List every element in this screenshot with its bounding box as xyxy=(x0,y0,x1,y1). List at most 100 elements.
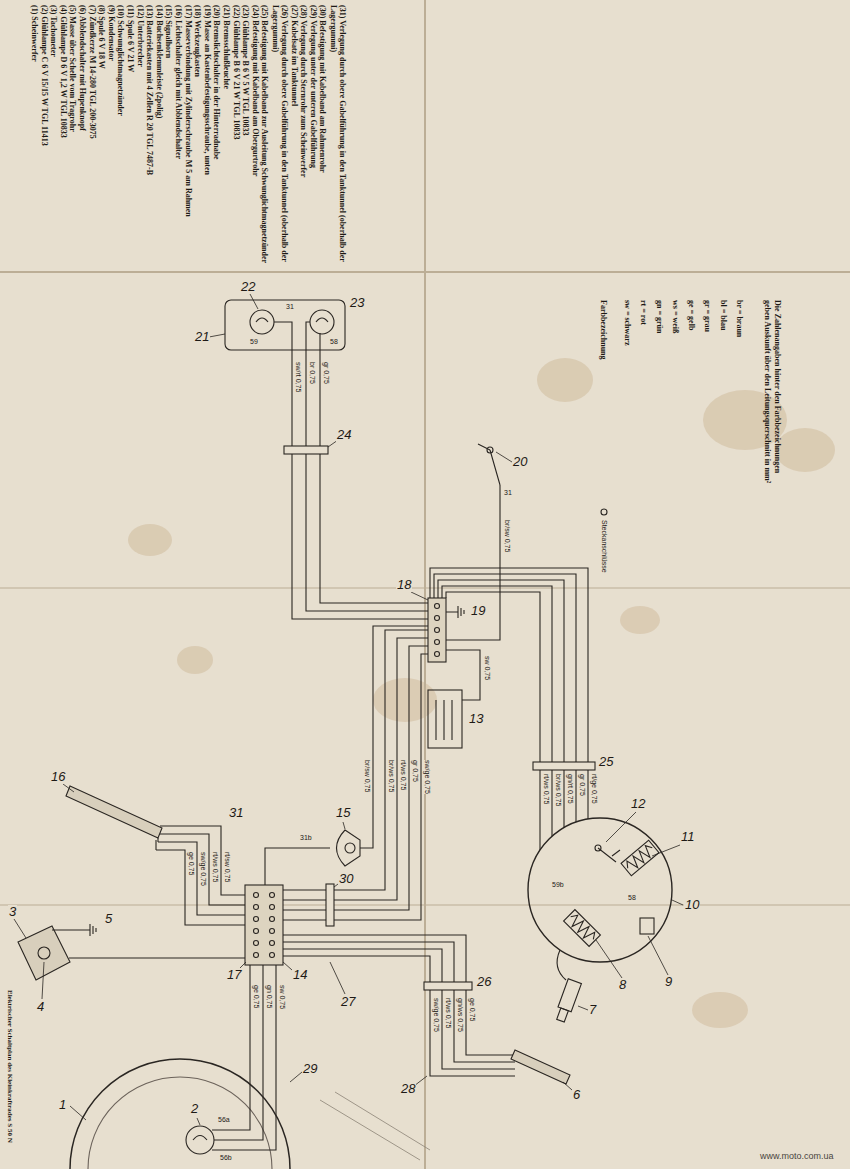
wire-label: sw/ge 0,75 xyxy=(199,852,207,886)
title: Elektrischer Schaltplan des Kleinkraftra… xyxy=(6,990,14,1143)
parts-list-item: (5) Masse über Schelle vom Tragrohr xyxy=(68,5,77,267)
parts-list-item: (1) Scheinwerfer xyxy=(30,5,39,267)
parts-list-item: (4) Glühlampe D 6 V 1,2 W TGL 10833 xyxy=(58,5,67,267)
wire-label: rt/ws 0,75 xyxy=(444,998,452,1028)
callout-number: 21 xyxy=(194,330,210,344)
callout-number: 5 xyxy=(104,912,113,926)
parts-list-item: (14) Buchsenklemmleiste (2polig) xyxy=(154,5,163,267)
callout-number: 4 xyxy=(36,1000,45,1014)
parts-list-item: (26) Verlegung durch obere Gabelführung … xyxy=(270,5,289,267)
parts-list-item: (8) Spule 6 V 18 W xyxy=(97,5,106,267)
parts-list-item: (17) Masseverbindung mit Zylinderschraub… xyxy=(183,5,192,267)
callout-number: 3 xyxy=(8,905,17,919)
callout-number: 2 xyxy=(190,1102,199,1116)
note: Die Zahlenangaben hinter den Farbbezeich… xyxy=(762,300,782,485)
parts-list-item: (9) Kondensator xyxy=(106,5,115,267)
wire-label: gn 0,75 xyxy=(265,985,273,1008)
parts-list-item: (30) Befestigung mit Kabelband am Rahmen… xyxy=(318,5,327,267)
wire-label: br 0,75 xyxy=(308,362,316,384)
wire-label: gr 0,75 xyxy=(578,774,586,796)
wire-label: sw 0,75 xyxy=(483,656,491,680)
parts-list-item: (23) Glühlampe B 6 V 5 W TGL 10833 xyxy=(241,5,250,267)
terminal-label: 31 xyxy=(286,302,294,311)
color-code: br = braun xyxy=(734,300,744,337)
callout-number: 1 xyxy=(58,1098,67,1112)
callout-number: 9 xyxy=(664,975,673,989)
callout-number: 31 xyxy=(228,806,244,820)
callout-number: 26 xyxy=(476,975,492,989)
wire-label: br/ws 0,75 xyxy=(554,774,562,806)
wire-label: gr 0,75 xyxy=(411,760,419,782)
callout-number: 11 xyxy=(680,830,696,844)
wire-label: gr 0,75 xyxy=(322,362,330,384)
color-code: rt = rot xyxy=(638,300,648,325)
parts-list-item: (28) Verlegung durch Sternrohr zum Schei… xyxy=(299,5,308,267)
parts-list-item: (15) Signalhorn xyxy=(164,5,173,267)
wire-label: sw/ge 0,75 xyxy=(432,998,440,1032)
wire-label: rt/ws 0,75 xyxy=(211,852,219,882)
wire-label: rt/sw 0,75 xyxy=(223,852,231,882)
wire-label: gn/rt 0,75 xyxy=(566,774,574,804)
wire-label: ge 0,75 xyxy=(252,985,260,1008)
parts-list-item: (31) Verlegung durch obere Gabelführung … xyxy=(328,5,347,267)
parts-list-item: (7) Zündkerze M 14-280 TGL 200-3075 xyxy=(87,5,96,267)
terminal-label: 31 xyxy=(504,488,512,497)
callout-number: 13 xyxy=(468,712,484,726)
parts-list-item: (13) Batteriekasten mit 4 Zellen R 20 TG… xyxy=(145,5,154,267)
callout-number: 27 xyxy=(340,995,356,1009)
parts-list-item: (20) Bremslichtschalter in der Hinterrad… xyxy=(212,5,221,267)
callout-number: 25 xyxy=(598,755,614,769)
callout-number: 10 xyxy=(684,898,700,912)
parts-list-item: (29) Verlegung unter der unteren Gabelfü… xyxy=(308,5,317,267)
callout-number: 22 xyxy=(240,280,256,294)
callout-number: 29 xyxy=(302,1062,318,1076)
parts-list-item: (27) Kabelsatz im Tanktunnel xyxy=(289,5,298,267)
callout-number: 23 xyxy=(349,296,365,310)
wire-label: sw/ge 0,75 xyxy=(423,760,431,794)
wire-label: ge 0,75 xyxy=(468,998,476,1021)
wire-label: rt/ws 0,75 xyxy=(399,760,407,790)
wire-label: gn/ws 0,75 xyxy=(456,998,464,1032)
color-code: ge = gelb xyxy=(686,300,696,330)
wire-label: Steckanschlüsse xyxy=(600,520,608,573)
callout-number: 14 xyxy=(292,968,308,982)
callout-number: 7 xyxy=(588,1003,597,1017)
color-code: ws = weiß xyxy=(670,300,680,333)
parts-list-item: (6) Abblendschalter mit Hupenknopf xyxy=(78,5,87,267)
wire-label: sw/rt 0,75 xyxy=(294,362,302,392)
color-code: gr = grau xyxy=(702,300,712,332)
callout-number: 28 xyxy=(400,1082,416,1096)
parts-list-item: (24) Befestigung mit Kabelband am Obergu… xyxy=(250,5,259,267)
callout-number: 15 xyxy=(335,806,351,820)
color-code: bl = blau xyxy=(718,300,728,330)
wire-label: br/sw 0,75 xyxy=(503,520,511,552)
callout-number: 6 xyxy=(572,1088,581,1102)
wire-label: ge 0,75 xyxy=(187,852,195,875)
callout-number: 17 xyxy=(226,968,242,982)
callout-number: 20 xyxy=(512,455,528,469)
wire-label: br/ws 0,75 xyxy=(387,760,395,792)
parts-list-item: (11) Spule 6 V 21 W xyxy=(126,5,135,267)
wire-label: rt/ws 0,75 xyxy=(542,774,550,804)
parts-list-item: (18) Werkzeugkasten xyxy=(193,5,202,267)
parts-list-item: (19) Masse an Kastenbefestigungsschraube… xyxy=(202,5,211,267)
parts-list-item: (3) Tachometer xyxy=(49,5,58,267)
terminal-label: 59 xyxy=(250,337,258,346)
parts-list-item: (16) Lichtschalter gleich mit Abblendsch… xyxy=(174,5,183,267)
terminal-label: 56a xyxy=(218,1115,230,1124)
parts-list-item: (12) Unterbrecher xyxy=(135,5,144,267)
legend-heading: Farbbezeichnung xyxy=(598,300,608,360)
wire-label: sw 0,75 xyxy=(278,985,286,1009)
callout-number: 19 xyxy=(470,604,486,618)
callout-number: 30 xyxy=(338,872,354,886)
color-code: gn = grün xyxy=(654,300,664,333)
terminal-label: 56b xyxy=(220,1153,232,1162)
parts-list-item: (2) Glühlampe C 6 V 15/15 W TGL 11413 xyxy=(39,5,48,267)
color-code: sw = schwarz xyxy=(622,300,632,345)
callout-number: 16 xyxy=(50,770,66,784)
callout-number: 18 xyxy=(396,578,412,592)
leader-lines xyxy=(14,294,683,1125)
wire-label: br/sw 0,75 xyxy=(363,760,371,792)
